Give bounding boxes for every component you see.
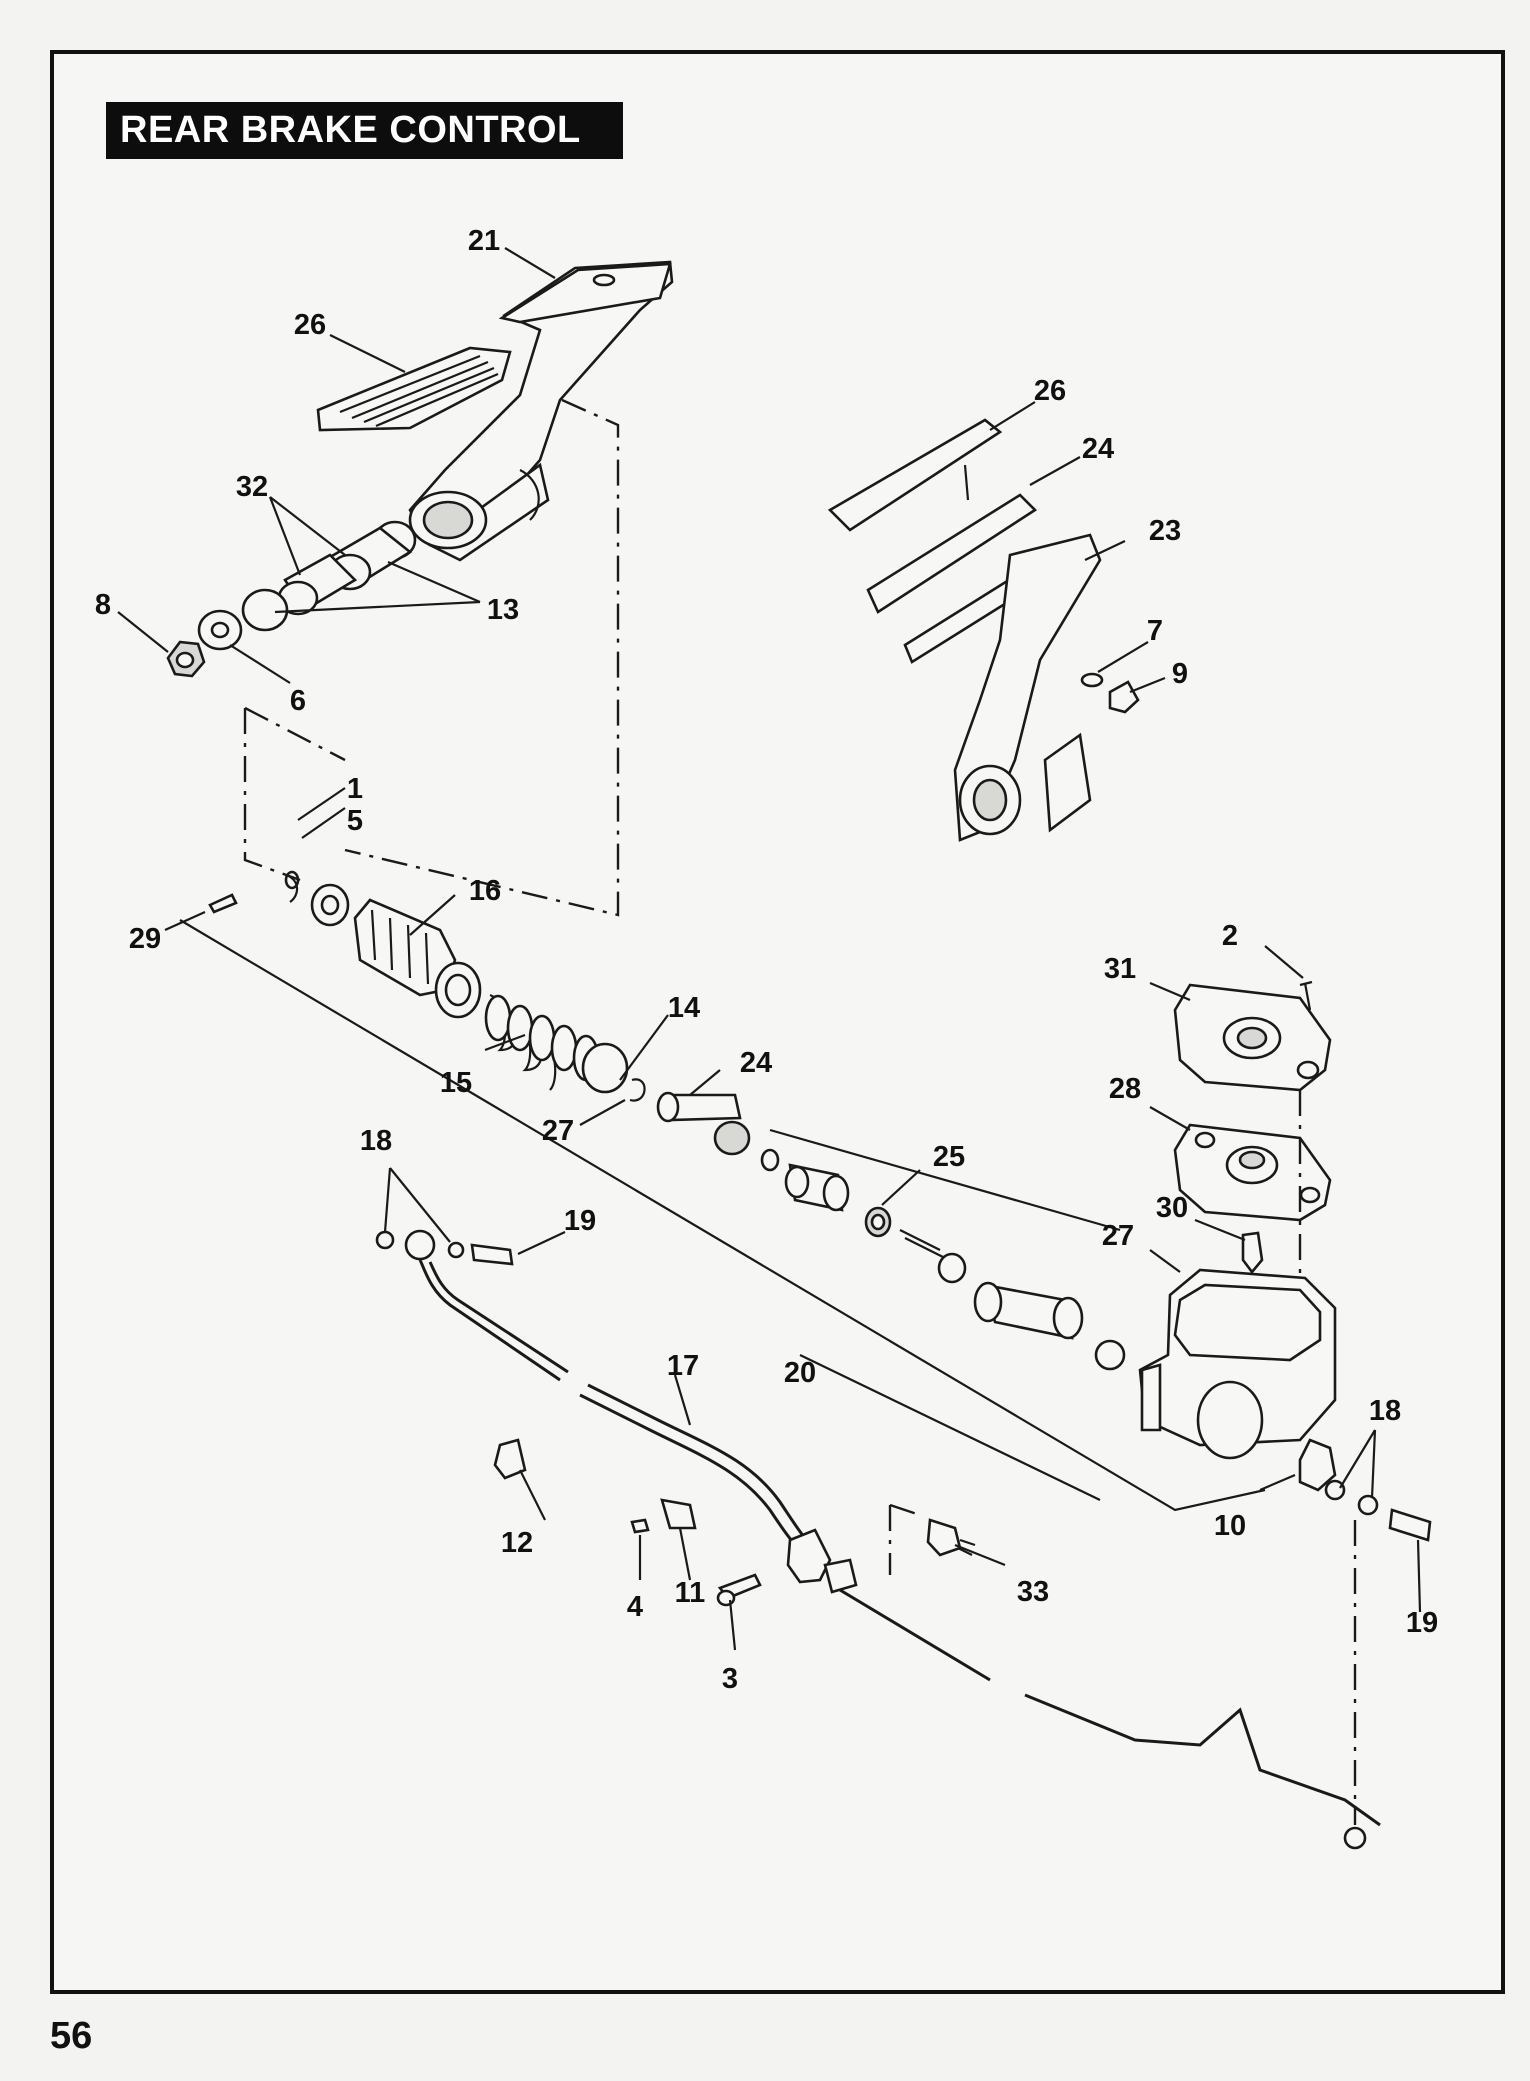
callout-25: 26 [294, 309, 326, 341]
banjo-bolt-parts [375, 1229, 1432, 1542]
brake-line-part [418, 1259, 1381, 1850]
callout-27-body: 27 [1102, 1220, 1134, 1252]
callout-23-heel: 23 [1149, 515, 1181, 547]
callout-18-right: 18 [1369, 1395, 1401, 1427]
callout-32: 32 [236, 471, 268, 503]
master-cylinder-body-part [1138, 1268, 1337, 1460]
callout-labels: 21 26 32 13 8 6 1 5 16 29 14 15 24 27 25… [95, 225, 1438, 1695]
page-title: REAR BRAKE CONTROL [106, 102, 623, 159]
callout-13: 13 [487, 594, 519, 626]
callout-22: 25 [933, 1141, 965, 1173]
callout-11: 11 [675, 1577, 706, 1609]
pushrod-boot-spring-parts [208, 870, 646, 1102]
callout-31: 31 [1104, 953, 1136, 985]
piston-parts [656, 1091, 1126, 1371]
callout-1: 1 [347, 773, 363, 805]
callout-19-left: 19 [564, 1205, 596, 1237]
callout-17: 17 [667, 1350, 699, 1382]
callout-26: 26 [1034, 375, 1066, 407]
callout-23-pedal: 21 [468, 225, 500, 257]
alignment-lines [243, 398, 1357, 1825]
brake-pedal-part [408, 260, 674, 562]
callout-4: 4 [627, 1591, 643, 1623]
callout-2: 2 [1222, 920, 1238, 952]
callout-5: 5 [347, 805, 363, 837]
heel-pedal-part [827, 418, 1140, 842]
callout-29: 29 [129, 923, 161, 955]
callout-30: 30 [1156, 1192, 1188, 1224]
callout-10: 10 [1214, 1510, 1246, 1542]
callout-20: 20 [784, 1357, 816, 1389]
callout-19-right: 19 [1406, 1607, 1438, 1639]
callout-28: 28 [1109, 1073, 1141, 1105]
page-number: 56 [50, 2015, 93, 2057]
callout-9: 9 [1172, 658, 1188, 690]
bushing-seal-parts [166, 520, 417, 678]
pedal-pad-part [316, 346, 512, 432]
callout-7: 7 [1147, 615, 1163, 647]
reservoir-cover-parts [1173, 980, 1332, 1275]
clip-switch-bolt-parts [493, 1438, 976, 1607]
callout-18-left: 18 [360, 1125, 392, 1157]
callout-27-clip: 27 [542, 1115, 574, 1147]
callout-3: 3 [722, 1663, 738, 1695]
callout-15: 15 [440, 1067, 472, 1099]
callout-8: 8 [95, 589, 111, 621]
callout-24: 24 [1082, 433, 1114, 465]
callout-6: 6 [290, 685, 306, 717]
callout-21: 24 [740, 1047, 772, 1079]
callout-12: 12 [501, 1527, 533, 1559]
callout-16: 16 [469, 875, 501, 907]
leader-lines [117, 247, 1422, 1651]
callout-33: 33 [1017, 1576, 1049, 1608]
callout-14: 14 [668, 992, 700, 1024]
